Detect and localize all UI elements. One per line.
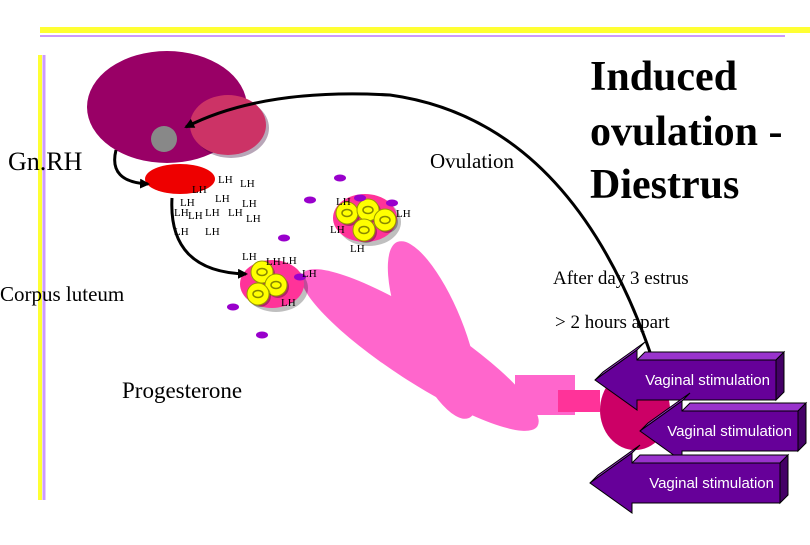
lh-label: LH [266,256,281,268]
stimulation-arrow [594,349,777,411]
lh-dots-group [227,174,398,339]
lh-label: LH [218,174,233,186]
stimulation-arrow-top [680,402,808,412]
lh-hormone-dot [294,273,306,281]
follicle-antrum [256,267,268,277]
lh-label: LH [246,213,261,225]
after-estrus-label: After day 3 estrus [553,268,689,289]
lh-label: LH [228,207,243,219]
gnrh-label: Gn.RH [8,147,83,176]
hours-apart-label: > 2 hours apart [555,312,670,333]
stimulation-arrow [589,452,781,514]
lh-label: LH [174,207,189,219]
lh-label: LH [282,255,297,267]
lh-label: LH [396,208,411,220]
follicle-antrum [341,208,353,218]
gnrh-arrow [113,149,150,189]
progesterone-label: Progesterone [122,378,242,403]
follicles-group [246,198,398,307]
lh-label: LH [281,297,296,309]
follicle-antrum [362,205,374,215]
lh-label: LH [192,184,207,196]
left-uterine-horn [301,269,539,431]
lh-label: LH [336,196,351,208]
title-line-3: Diestrus [590,162,739,208]
stimulation-arrow-side [775,350,785,402]
stimulation-arrow-top [635,351,786,361]
gnrh-release-shape [145,164,215,194]
stimulation-arrow-top [630,454,790,464]
lh-label: LH [205,226,220,238]
stimulation-arrow-side [797,401,807,453]
follicle-antrum [358,225,370,235]
lh-label: LH [240,178,255,190]
title-line-2: ovulation - [590,109,783,155]
lh-hormone-dot [386,199,398,207]
follicle [373,208,397,232]
lh-label: LH [188,210,203,222]
lh-to-ovary-arrow [170,197,248,279]
lh-label: LH [180,197,195,209]
follicle-antrum [252,289,264,299]
stimulation-arrow-side [779,453,789,505]
corpus-luteum-label: Corpus luteum [0,282,124,306]
lh-hormone-dot [304,196,316,204]
cervix [558,390,600,412]
lh-label: LH [330,224,345,236]
title-line-1: Induced [590,54,737,100]
lh-hormone-dot [256,331,268,339]
follicle-antrum [379,215,391,225]
lh-label: LH [242,251,257,263]
stimulation-to-brain-arrow [184,92,653,356]
lh-label: LH [350,243,365,255]
stimulation-arrow-label: Vaginal stimulation [649,475,774,492]
lh-label: LH [215,193,230,205]
lh-hormone-dot [227,303,239,311]
ovulation-label: Ovulation [430,149,514,173]
lh-hormone-dot [334,174,346,182]
pituitary-anterior [190,95,266,155]
lh-label: LH [205,207,220,219]
follicle [352,218,376,242]
hypothalamus-dot [151,126,177,152]
stimulation-arrow-label: Vaginal stimulation [645,372,770,389]
follicle [246,282,270,306]
stimulation-arrow-label: Vaginal stimulation [667,423,792,440]
follicle-antrum [270,280,282,290]
lh-hormone-dot [278,234,290,242]
lh-label: LH [242,198,257,210]
lh-label: LH [302,268,317,280]
lh-hormone-dot [354,194,366,202]
